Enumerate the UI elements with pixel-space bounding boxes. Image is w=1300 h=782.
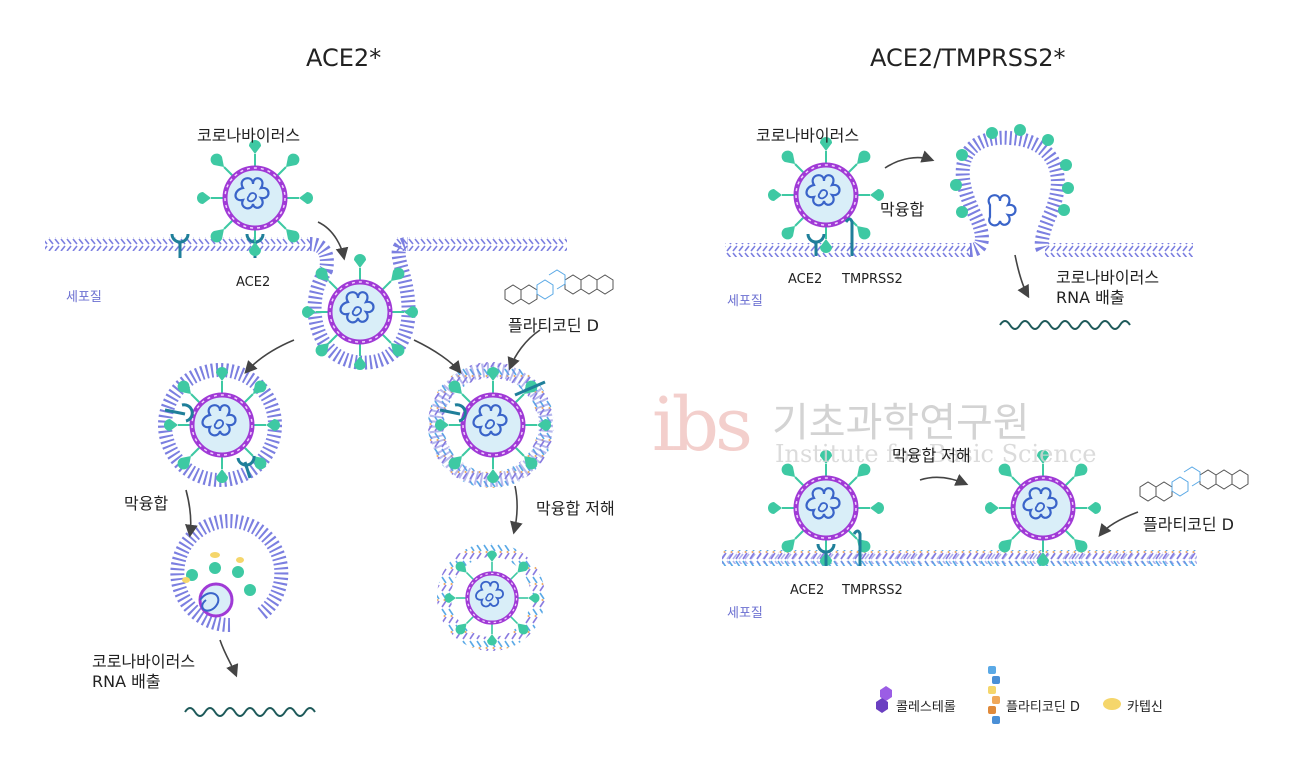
endosome-right-inhibited [428, 362, 554, 488]
platycodin-molecule-right [1139, 466, 1249, 502]
left-fusion-inhibition-label: 막융합 저해 [536, 499, 615, 518]
rna-strand-right [999, 320, 1131, 330]
right-rna-release-label: 코로나바이러스 RNA 배출 [1056, 268, 1159, 308]
right-fusion-label: 막융합 [880, 200, 925, 219]
platycodin-molecule-left [504, 269, 614, 305]
right-membrane-top [725, 124, 1193, 257]
left-rna-release-label: 코로나바이러스 RNA 배출 [92, 652, 195, 692]
legend-platycodin-label: 플라티코딘 D [1006, 700, 1080, 715]
ibs-logo-watermark: ibs [652, 382, 753, 468]
right-platycodin-label: 플라티코딘 D [1143, 515, 1235, 534]
left-fusion-label: 막융합 [124, 494, 169, 513]
coronavirus-virion-right [768, 137, 884, 253]
rna-strand-left [184, 707, 316, 717]
right-panel-title: ACE2/TMPRSS2* [870, 44, 1066, 72]
right-cytoplasm-label-2: 세포질 [727, 606, 763, 621]
right-coronavirus-label: 코로나바이러스 [756, 126, 860, 145]
legend-cholesterol-icon [876, 686, 892, 713]
right-rna-release-line1: 코로나바이러스 [1056, 268, 1160, 287]
left-membrane [45, 237, 567, 370]
right-membrane-bottom [722, 550, 1197, 566]
left-coronavirus-label: 코로나바이러스 [197, 126, 301, 145]
legend-platycodin-icon [988, 666, 1000, 724]
left-ace2-label: ACE2 [236, 275, 271, 290]
left-cytoplasm-label: 세포질 [66, 290, 102, 305]
right-tmprss2-label-2: TMPRSS2 [842, 583, 903, 598]
coronavirus-virion [197, 140, 313, 256]
endosome-left [158, 363, 280, 487]
right-ace2-label: ACE2 [788, 272, 823, 287]
ibs-english-watermark: Institute for Basic Science [775, 440, 1097, 468]
legend-cathepsin-label: 카텝신 [1127, 700, 1163, 715]
left-rna-release-line1: 코로나바이러스 [92, 652, 196, 671]
inhibited-endosome-final [437, 543, 545, 651]
left-rna-release-line2: RNA 배출 [92, 672, 161, 691]
ibs-korean-watermark: 기초과학연구원 [772, 400, 1030, 446]
right-tmprss2-label: TMPRSS2 [842, 272, 903, 287]
right-rna-release-line2: RNA 배출 [1056, 288, 1125, 307]
right-fusion-inhibition-label: 막융합 저해 [892, 446, 971, 465]
fused-endosome [170, 514, 289, 633]
endocytosed-virion [302, 254, 418, 370]
ace2-tmprss2-top [806, 217, 854, 256]
ace2-tmprss2-bottom [816, 529, 862, 566]
left-panel-title: ACE2* [306, 44, 382, 72]
legend-cholesterol-label: 콜레스테롤 [896, 700, 956, 715]
left-platycodin-label: 플라티코딘 D [508, 316, 600, 335]
right-ace2-label-2: ACE2 [790, 583, 825, 598]
right-cytoplasm-label: 세포질 [727, 294, 763, 309]
legend-cathepsin-icon [1103, 698, 1121, 710]
